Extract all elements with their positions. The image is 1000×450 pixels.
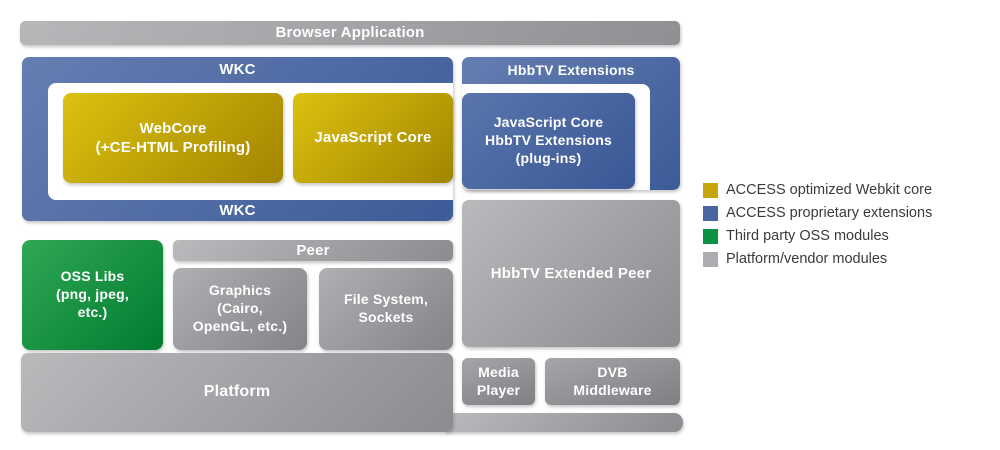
platform-block: Platform <box>21 353 453 432</box>
legend-item: ACCESS optimized Webkit core <box>703 183 932 198</box>
javascript-core-block: JavaScript Core <box>293 93 453 183</box>
legend-label: ACCESS proprietary extensions <box>726 205 933 221</box>
legend-swatch-gold <box>703 183 718 198</box>
hbbtv-extended-peer-label: HbbTV Extended Peer <box>490 264 652 282</box>
legend-label: Platform/vendor modules <box>726 251 888 267</box>
file-system-line1: File System, <box>343 291 429 308</box>
js-core-hbbtv-line1: JavaScript Core <box>493 114 604 131</box>
legend-item: Platform/vendor modules <box>703 252 932 267</box>
peer-label: Peer <box>296 241 330 259</box>
graphics-block: Graphics (Cairo, OpenGL, etc.) <box>173 268 307 350</box>
hbbtv-extended-peer-block: HbbTV Extended Peer <box>462 200 680 347</box>
javascript-core-label: JavaScript Core <box>314 129 432 147</box>
platform-label: Platform <box>203 383 271 401</box>
oss-libs-block: OSS Libs (png, jpeg, etc.) <box>22 240 163 350</box>
wkc-container: WKC WebCore (+CE-HTML Profiling) JavaScr… <box>22 57 453 221</box>
legend: ACCESS optimized Webkit core ACCESS prop… <box>703 183 932 267</box>
browser-application-block: Browser Application <box>20 21 680 45</box>
js-core-hbbtv-line2: HbbTV Extensions <box>485 132 612 149</box>
legend-swatch-blue <box>703 206 718 221</box>
js-core-hbbtv-line3: (plug-ins) <box>515 149 582 166</box>
file-system-line2: Sockets <box>358 309 414 325</box>
legend-swatch-green <box>703 229 718 244</box>
graphics-line3: OpenGL, etc.) <box>192 317 288 334</box>
wkc-inner-panel: WebCore (+CE-HTML Profiling) JavaScript … <box>48 83 453 200</box>
graphics-line2: (Cairo, <box>217 300 263 317</box>
file-system-sockets-block: File System, Sockets <box>319 268 453 350</box>
hbbtv-extensions-label: HbbTV Extensions <box>507 61 635 78</box>
dvb-middleware-block: DVB Middleware <box>545 358 680 405</box>
legend-item: Third party OSS modules <box>703 229 932 244</box>
webcore-block: WebCore (+CE-HTML Profiling) <box>63 93 283 183</box>
legend-label: ACCESS optimized Webkit core <box>726 182 933 198</box>
media-player-block: Media Player <box>462 358 535 405</box>
legend-swatch-gray <box>703 252 718 267</box>
media-player-line2: Player <box>476 381 521 398</box>
platform-extension-strip <box>445 413 683 432</box>
webcore-line2: (+CE-HTML Profiling) <box>95 139 251 156</box>
wkc-bottom-label: WKC <box>219 201 256 219</box>
dvb-middleware-line2: Middleware <box>573 381 652 398</box>
javascript-core-hbbtv-block: JavaScript Core HbbTV Extensions (plug-i… <box>462 93 635 189</box>
wkc-top-label: WKC <box>219 61 256 79</box>
media-player-line1: Media <box>478 363 519 380</box>
oss-libs-line3: etc.) <box>77 303 108 320</box>
oss-libs-line2: (png, jpeg, <box>56 286 129 303</box>
legend-label: Third party OSS modules <box>726 228 889 244</box>
webcore-line1: WebCore <box>139 119 207 137</box>
legend-item: ACCESS proprietary extensions <box>703 206 932 221</box>
dvb-middleware-line1: DVB <box>597 363 628 380</box>
browser-application-label: Browser Application <box>275 24 425 42</box>
peer-block: Peer <box>173 240 453 261</box>
oss-libs-line1: OSS Libs <box>60 268 125 285</box>
graphics-line1: Graphics <box>208 282 272 299</box>
